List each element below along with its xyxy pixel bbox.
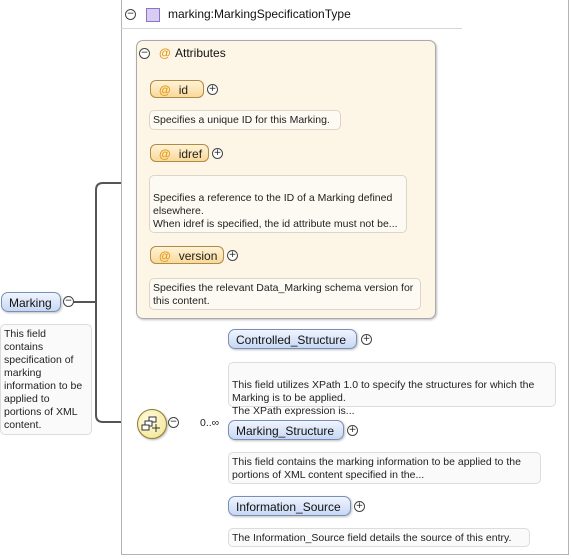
attribute-icon: @ — [159, 249, 171, 263]
attributes-title: Attributes — [175, 46, 226, 60]
attribute-icon: @ — [159, 83, 171, 97]
sequence-glyph — [141, 416, 160, 432]
attribute-label: id — [178, 83, 189, 97]
attribute-version-doc: Specifies the relevant Data_Marking sche… — [149, 278, 421, 310]
type-collapse-button[interactable]: − — [125, 9, 136, 20]
attribute-icon: @ — [159, 147, 171, 161]
element-marking-structure[interactable]: Marking_Structure — [228, 420, 344, 440]
attribute-version-expand-button[interactable]: + — [227, 250, 238, 261]
attribute-doc-text: Specifies the relevant Data_Marking sche… — [153, 282, 414, 307]
type-header-divider — [121, 0, 462, 29]
root-to-sequence-connector — [95, 302, 137, 423]
type-title: marking:MarkingSpecificationType — [168, 7, 351, 21]
attribute-group-icon: @ — [159, 46, 171, 60]
attribute-idref[interactable]: @ idref — [150, 144, 209, 162]
element-label: Marking_Structure — [236, 424, 335, 438]
marking-structure-expand-button[interactable]: + — [347, 425, 358, 436]
attribute-label: idref — [178, 147, 203, 161]
root-to-type-connector — [73, 182, 136, 303]
attribute-doc-text: Specifies a unique ID for this Marking. — [153, 114, 330, 126]
attribute-label: version — [178, 249, 218, 263]
attribute-idref-expand-button[interactable]: + — [212, 148, 223, 159]
attribute-id-expand-button[interactable]: + — [207, 84, 218, 95]
attributes-collapse-button[interactable]: − — [139, 48, 150, 59]
root-documentation: This field contains specification of mar… — [0, 324, 92, 435]
sequence-cardinality: 0..∞ — [200, 417, 220, 429]
element-label: Controlled_Structure — [236, 333, 347, 347]
controlled-structure-doc: This field utilizes XPath 1.0 to specify… — [228, 362, 556, 417]
marking-structure-doc: This field contains the marking informat… — [228, 452, 541, 484]
attribute-id-doc: Specifies a unique ID for this Marking. — [149, 110, 341, 130]
information-source-doc: The Information_Source field details the… — [228, 528, 530, 547]
attribute-idref-doc: Specifies a reference to the ID of a Mar… — [149, 175, 407, 233]
controlled-structure-expand-button[interactable]: + — [361, 334, 372, 345]
sequence-compositor-icon[interactable] — [137, 409, 167, 439]
complex-type-icon — [146, 8, 160, 22]
element-controlled-structure[interactable]: Controlled_Structure — [228, 329, 357, 349]
sequence-collapse-button[interactable]: − — [168, 417, 179, 428]
attribute-doc-text: Specifies a reference to the ID of a Mar… — [153, 192, 398, 230]
information-source-expand-button[interactable]: + — [354, 501, 365, 512]
attribute-version[interactable]: @ version — [150, 246, 224, 264]
element-doc-text: The Information_Source field details the… — [232, 532, 512, 544]
root-element-marking[interactable]: Marking — [1, 292, 61, 312]
root-element-label: Marking — [9, 296, 52, 310]
root-collapse-button[interactable]: − — [63, 296, 74, 307]
element-doc-text: This field contains the marking informat… — [232, 456, 521, 481]
attribute-id[interactable]: @ id — [150, 80, 204, 98]
element-label: Information_Source — [236, 500, 341, 514]
element-information-source[interactable]: Information_Source — [228, 496, 351, 516]
root-doc-text: This field contains specification of mar… — [4, 328, 83, 431]
element-doc-text: This field utilizes XPath 1.0 to specify… — [232, 379, 535, 417]
